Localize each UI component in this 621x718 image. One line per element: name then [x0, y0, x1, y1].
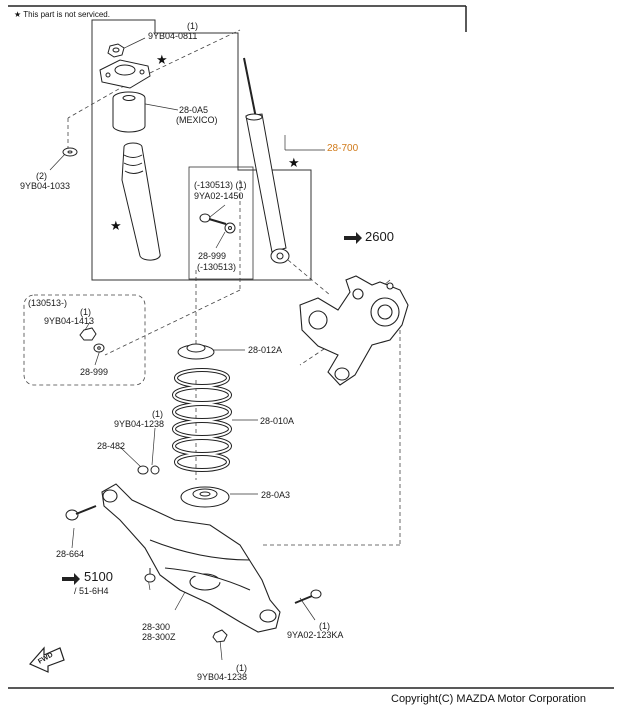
- lower-spring-seat-icon: [180, 486, 230, 508]
- ref-2600[interactable]: 2600: [365, 229, 394, 244]
- reference-hand-icon: [62, 232, 362, 585]
- alt-box: [23, 294, 146, 386]
- part-28-300[interactable]: 28-300: [142, 622, 171, 632]
- part-9yb04-1413[interactable]: 9YB04-1413: [44, 316, 95, 326]
- part-28-999-a[interactable]: 28-999: [198, 251, 227, 261]
- nut-top-icon: [107, 43, 125, 58]
- part-28-300z[interactable]: 28-300Z: [142, 632, 176, 642]
- upper-mount-icon: [99, 59, 151, 89]
- part-28-0a3[interactable]: 28-0A3: [261, 490, 291, 500]
- nut-bottom-icon: [212, 629, 228, 643]
- part-9ya02-123ka[interactable]: 9YA02-123KA: [287, 630, 344, 640]
- qty-9yb04-0811: (1): [187, 21, 198, 31]
- bolt-icon: [199, 213, 236, 234]
- part-28-700[interactable]: 28-700: [327, 143, 359, 154]
- part-9yb04-1033[interactable]: 9YB04-1033: [20, 181, 71, 191]
- bolt-664-icon: [65, 505, 97, 521]
- star-icon: ★: [110, 218, 122, 233]
- qty-9yb04-1238-top: (1): [152, 409, 163, 419]
- sub-box: [188, 166, 254, 280]
- copyright-text: Copyright(C) MAZDA Motor Corporation: [391, 693, 587, 705]
- part-9yb04-1238-top[interactable]: 9YB04-1238: [114, 419, 165, 429]
- not-serviced-stars: ★ ★ ★: [110, 52, 300, 233]
- upper-spring-seat-icon: [177, 343, 215, 360]
- part-9yb04-0811[interactable]: 9YB04-0811: [148, 31, 198, 41]
- qty-9yb04-1413: (1): [80, 307, 91, 317]
- ref-51-6h4[interactable]: / 51-6H4: [74, 586, 109, 596]
- bump-stop-icon: [112, 91, 146, 133]
- nut-washer-icon: [79, 327, 105, 353]
- qty-9yb04-1238-bot: (1): [236, 663, 247, 673]
- shock-group-box: [91, 19, 312, 281]
- sensor-icon: [144, 568, 156, 583]
- qty-9yb04-1033: (2): [36, 171, 47, 181]
- part-28-012a[interactable]: 28-012A: [248, 345, 283, 355]
- part-9yb04-1238-bot[interactable]: 9YB04-1238: [197, 672, 248, 682]
- part-28-0a5[interactable]: 28-0A5: [179, 105, 209, 115]
- part-28-482[interactable]: 28-482: [97, 441, 126, 451]
- leader-lines: [49, 37, 391, 661]
- note-130513-1: (-130513) (1): [194, 180, 247, 190]
- part-28-010a[interactable]: 28-010A: [260, 416, 295, 426]
- lower-arm-icon: [101, 483, 281, 633]
- part-9ya02-1450[interactable]: 9YA02-1450: [194, 191, 244, 201]
- shock-absorber-icon: [243, 57, 290, 264]
- qty-9ya02-123ka: (1): [319, 621, 330, 631]
- note-130513-from: (130513-): [28, 298, 68, 308]
- dust-boot-icon: [121, 142, 161, 261]
- not-serviced-note: ★ This part is not serviced.: [14, 10, 110, 19]
- fwd-arrow-icon: [29, 646, 65, 673]
- bolt-123ka-icon: [294, 589, 322, 604]
- star-icon: ★: [288, 155, 300, 170]
- star-icon: ★: [156, 52, 168, 67]
- part-28-999-b[interactable]: 28-999: [80, 367, 109, 377]
- knuckle-icon: [299, 275, 409, 386]
- dashed-leaders: [67, 29, 401, 546]
- washer-icon: [62, 147, 78, 157]
- note-130513-2: (-130513): [197, 262, 237, 272]
- ref-5100[interactable]: 5100: [84, 569, 113, 584]
- part-mexico-note: (MEXICO): [176, 115, 218, 125]
- washer-482-icon: [137, 465, 160, 475]
- part-28-664[interactable]: 28-664: [56, 549, 85, 559]
